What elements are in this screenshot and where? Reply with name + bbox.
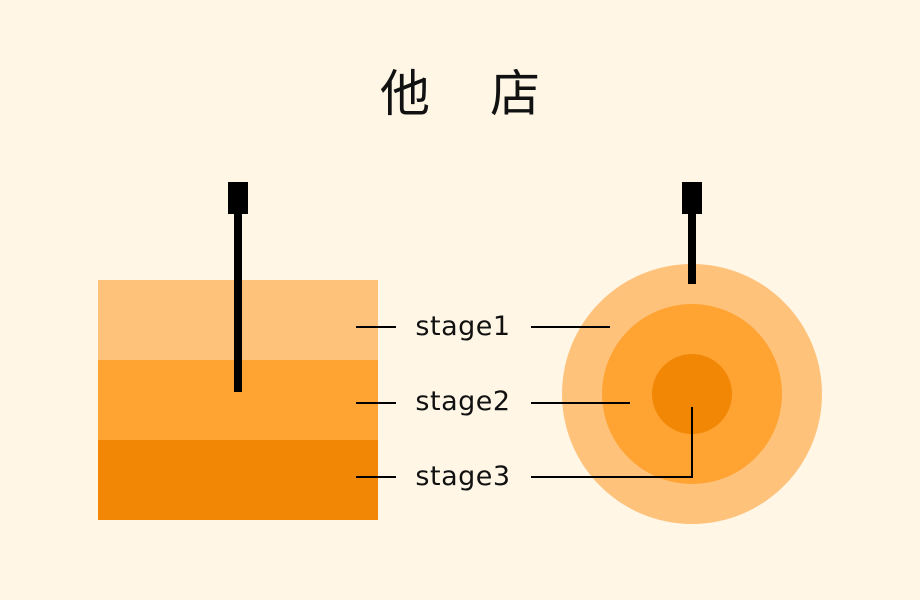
block-layer-stage3 — [98, 440, 378, 520]
right-probe-handle — [682, 182, 702, 214]
leader-lines — [356, 326, 693, 478]
right-probe — [682, 182, 702, 284]
stage3-label: stage3 — [415, 461, 511, 492]
right-probe-needle — [688, 214, 696, 284]
page-title: 他 店 — [380, 65, 562, 123]
concentric-circles — [562, 264, 822, 524]
leader-stage3-right — [531, 407, 693, 478]
circle-layer-stage3 — [652, 354, 732, 434]
left-probe-needle — [234, 214, 242, 392]
left-probe-handle — [228, 182, 248, 214]
stage1-label: stage1 — [415, 311, 511, 342]
stage2-label: stage2 — [415, 386, 511, 417]
left-probe — [228, 182, 248, 392]
